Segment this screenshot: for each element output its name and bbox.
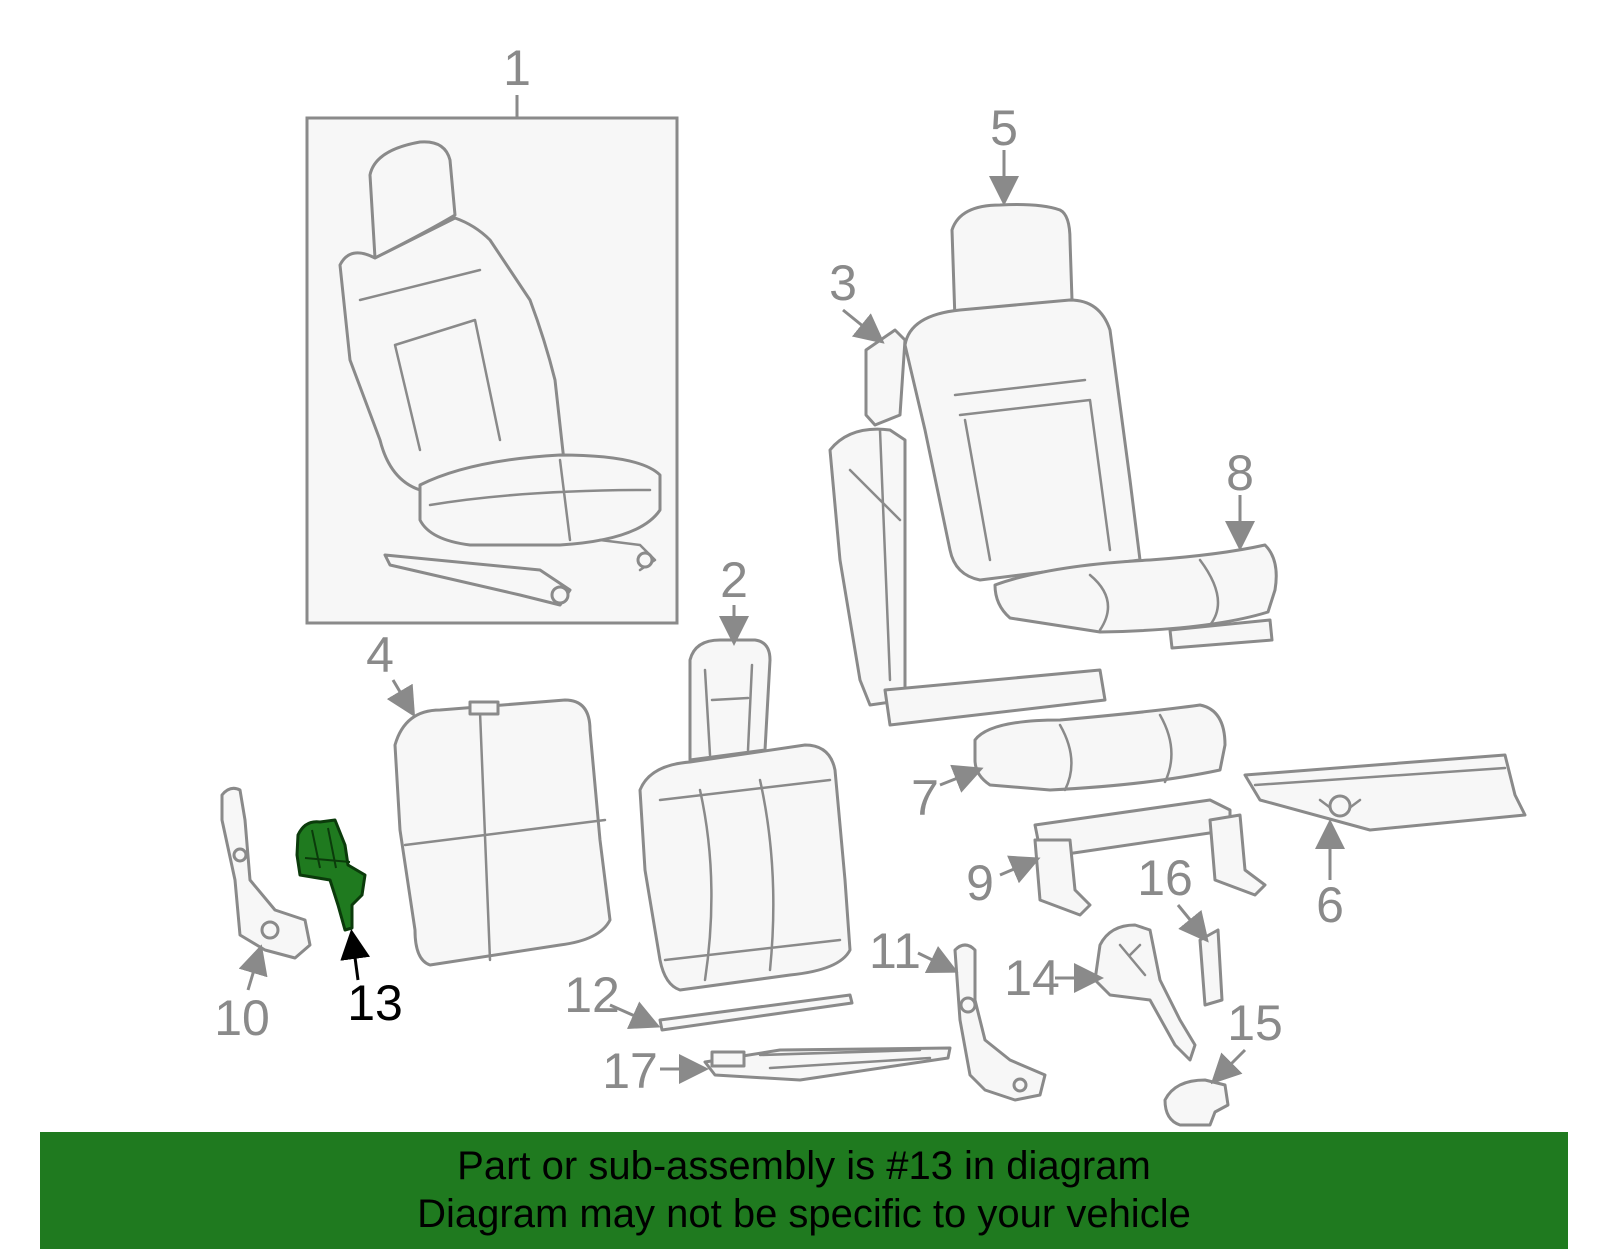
part-12-trim-strip (658, 993, 854, 1032)
callout-12: 12 (564, 967, 620, 1023)
callout-17: 17 (602, 1043, 658, 1099)
callout-4: 4 (366, 627, 394, 683)
callout-9: 9 (966, 855, 994, 911)
callout-5: 5 (990, 100, 1018, 156)
part-15-handle (1163, 1078, 1230, 1127)
part-9-frame-bracket (1033, 798, 1267, 917)
callout-7: 7 (911, 770, 939, 826)
part-5-seat-back (828, 203, 1142, 707)
part-6-adjuster-track (1243, 753, 1527, 832)
part-11-bracket (953, 943, 1047, 1102)
callout-13: 13 (347, 975, 403, 1031)
banner-line-2: Diagram may not be specific to your vehi… (417, 1192, 1191, 1236)
part-4-back-pad (393, 698, 612, 967)
callout-3: 3 (829, 255, 857, 311)
part-13-highlighted-bracket (295, 818, 367, 932)
callout-14: 14 (1004, 950, 1060, 1006)
part-2-back-frame (638, 638, 852, 992)
part-8-cushion (993, 543, 1278, 650)
part-7-cushion-pad (973, 703, 1227, 792)
callout-8: 8 (1226, 445, 1254, 501)
part-1-seat-assembly (305, 116, 679, 625)
part-17-cushion-panel (703, 1046, 952, 1082)
seat-frame-base (883, 668, 1107, 727)
callout-11: 11 (869, 923, 921, 979)
banner-line-1: Part or sub-assembly is #13 in diagram (457, 1144, 1151, 1188)
part-16-plate (1198, 928, 1224, 1007)
callout-10: 10 (214, 990, 270, 1046)
callout-6: 6 (1316, 877, 1344, 933)
part-14-side-bracket (1093, 923, 1197, 1062)
callout-15: 15 (1227, 995, 1283, 1051)
callout-1: 1 (503, 40, 531, 96)
info-banner: Part or sub-assembly is #13 in diagram D… (40, 1132, 1568, 1249)
callout-16: 16 (1137, 850, 1193, 906)
part-10-recliner-bracket (220, 786, 312, 960)
callout-2: 2 (720, 552, 748, 608)
